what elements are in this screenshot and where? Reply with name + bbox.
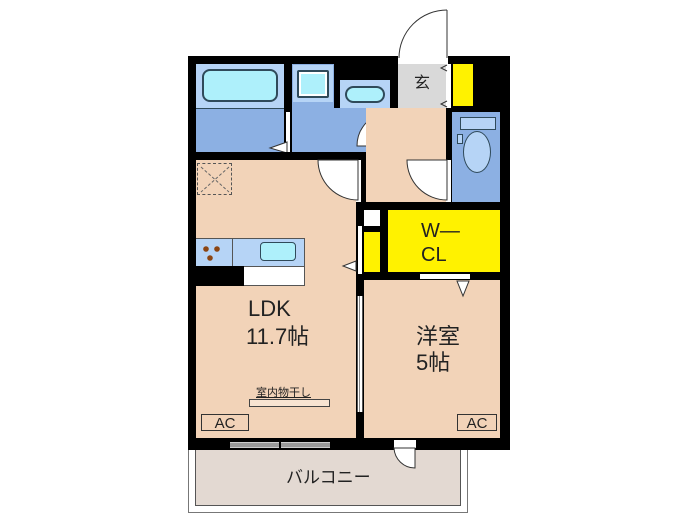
ventilation-x-icon	[200, 166, 230, 193]
toilet-bowl	[463, 131, 491, 173]
entrance-door-opening	[398, 56, 448, 64]
wash-inner-wall-2	[334, 64, 340, 108]
bathtub	[202, 69, 278, 102]
toilet-door-jamb	[446, 160, 451, 202]
washing-machine	[297, 70, 329, 98]
western-room-size: 5帖	[416, 350, 451, 375]
ac-unit-ldk: AC	[201, 414, 249, 432]
ldk-size: 11.7帖	[246, 324, 310, 349]
toilet-tank	[460, 117, 496, 130]
wcl-pass-through	[364, 210, 384, 226]
western-room	[364, 280, 500, 438]
kitchen-cabinet	[244, 266, 305, 286]
stove-burners-icon	[203, 246, 220, 261]
wcl-top-wall	[356, 202, 510, 210]
shoe-cabinet-arrow-bottom-icon	[439, 100, 448, 108]
sink-basin	[345, 86, 385, 103]
ldk-name: LDK	[248, 296, 291, 321]
entrance-door-swing[interactable]	[397, 8, 451, 60]
shoe-cabinet-arrow-top-icon	[439, 64, 448, 72]
ldk-side-door-arrow-icon	[341, 260, 357, 272]
walk-in-closet	[388, 210, 500, 272]
indoor-drying-rail	[249, 399, 330, 407]
wcl-door-arrow-overlay-icon	[456, 280, 470, 298]
wcl-label-line2: CL	[421, 244, 447, 266]
ldk-door-swing-overlay	[317, 159, 359, 201]
kitchen-pillar	[196, 266, 244, 286]
bath-door[interactable]	[286, 112, 290, 152]
balcony	[195, 450, 461, 506]
storage-closet	[364, 232, 380, 272]
entrance-area	[398, 64, 446, 108]
ac-unit-western: AC	[457, 414, 497, 432]
hallway-left-wall	[360, 152, 366, 202]
bath-divider	[196, 108, 284, 109]
sliding-door[interactable]	[357, 296, 363, 412]
ldk-room	[196, 160, 356, 438]
kitchen-sink	[260, 242, 296, 261]
toilet-door-swing[interactable]	[406, 159, 449, 202]
shoe-cabinet	[453, 64, 473, 106]
mid-horizontal-wall	[188, 152, 398, 160]
wcl-small-wall	[364, 226, 384, 232]
stove-divider	[232, 238, 233, 266]
balcony-window-right[interactable]	[281, 442, 330, 448]
wcl-label-line1: W―	[421, 220, 460, 242]
western-room-name: 洋室	[416, 324, 461, 349]
entrance-label: 玄	[414, 75, 431, 92]
sliding-door-seam	[359, 296, 360, 412]
wash-inner-wall	[334, 64, 360, 80]
balcony-label: バルコニー	[286, 468, 371, 487]
shoe-cabinet-door[interactable]	[446, 64, 451, 108]
wcl-door[interactable]	[420, 274, 470, 279]
balcony-door-swing[interactable]	[393, 447, 418, 470]
bath-entry-arrow-icon	[268, 141, 288, 154]
ldk-side-door[interactable]	[358, 226, 362, 274]
toilet-paper-holder	[457, 134, 463, 144]
ventilation-hatch	[197, 163, 232, 195]
indoor-drying-label: 室内物干し	[256, 387, 311, 399]
balcony-window-left[interactable]	[230, 442, 279, 448]
wcl-left-wall	[380, 210, 388, 280]
western-balcony-door-opening	[394, 440, 416, 448]
